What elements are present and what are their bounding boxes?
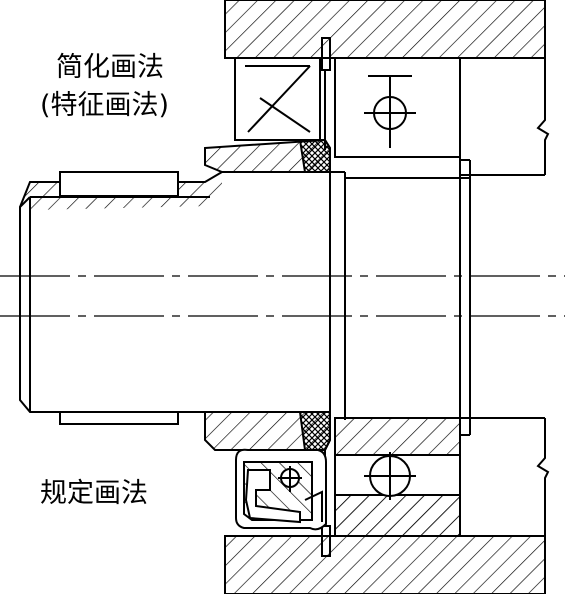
center-lines (0, 275, 565, 317)
housing-break-top (536, 58, 550, 175)
key-top (59, 171, 179, 197)
label-specified-method: 规定画法 (40, 478, 148, 509)
housing-break-bottom (536, 418, 550, 536)
key-bottom (59, 411, 179, 425)
seal-cover-bottom (204, 411, 331, 451)
label-simplified-method: 简化画法 (56, 52, 164, 83)
label-feature-method: (特征画法) (40, 90, 170, 121)
lip-seal-specified (235, 448, 327, 531)
bearing-simplified-symbol (234, 57, 321, 141)
bearing-top-feature (334, 57, 461, 158)
bearing-bottom-specified (334, 417, 461, 537)
seal-cover-top (204, 138, 331, 173)
shaft-top-section (20, 172, 222, 210)
